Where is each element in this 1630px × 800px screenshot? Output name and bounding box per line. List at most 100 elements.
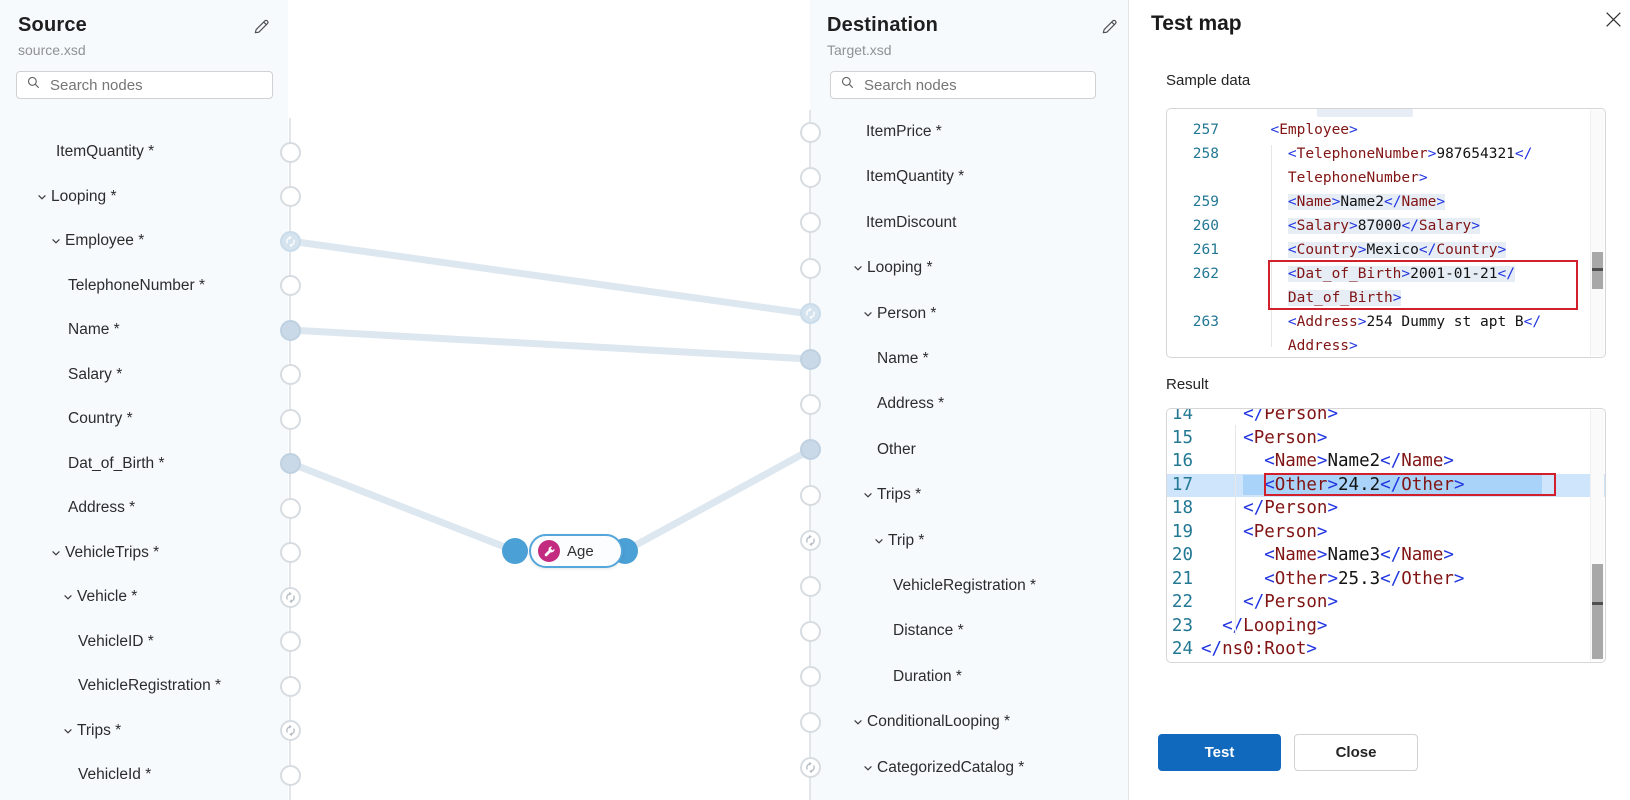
tree-node-address[interactable]: Address * [0,487,287,530]
connection-handle-looping[interactable] [279,186,301,207]
chevron-down-icon[interactable] [62,591,77,603]
edit-destination-schema-button[interactable] [1098,18,1120,40]
tree-node-itemprice[interactable]: ItemPrice * [810,111,1126,154]
tree-node-conditionallooping[interactable]: ConditionalLooping * [810,701,1126,744]
function-input-handle[interactable] [502,538,528,564]
tree-node-vehicleid[interactable]: VehicleId * [0,754,287,797]
connection-handle-looping[interactable] [799,257,821,279]
function-node-age[interactable]: Age [529,534,623,568]
connection-handle-vehicleregistration[interactable] [279,675,301,697]
connection-handle-salary[interactable] [279,364,301,385]
connection-handle-duration[interactable] [799,666,821,688]
tree-node-dat-of-birth[interactable]: Dat_of_Birth * [0,442,287,485]
result-editor[interactable]: 14 </Person>15 <Person>16 <Name>Name2</N… [1166,408,1606,663]
tree-node-categorizedcatalog[interactable]: CategorizedCatalog * [810,746,1126,789]
code-line-263: 263 <Address>254 Dummy st apt B</ Addres… [1192,314,1542,354]
connection-handle-conditionallooping[interactable] [799,711,821,733]
chevron-down-icon[interactable] [852,262,867,274]
scrollbar-track[interactable] [1590,410,1604,661]
connection-handle-name[interactable] [279,319,301,341]
connection-handle-dat-of-birth[interactable] [279,453,301,474]
sample-data-editor[interactable]: 257 <Employee>258 <TelephoneNumber>98765… [1166,108,1606,358]
edit-source-schema-button[interactable] [250,18,272,40]
tree-node-vehicletrips[interactable]: VehicleTrips * [0,531,287,574]
close-button[interactable]: Close [1294,734,1418,771]
connection-handle-vehicleid[interactable] [279,764,301,786]
tree-node-trips[interactable]: Trips * [810,474,1126,517]
connection-handle-employee[interactable] [279,230,301,252]
connection-handle-name[interactable] [799,348,821,370]
tree-node-vehicle[interactable]: Vehicle * [0,576,287,619]
tree-node-vehicleregistration[interactable]: VehicleRegistration * [810,565,1126,608]
clipped-line [1167,109,1605,118]
close-panel-button[interactable] [1599,8,1627,36]
connection-handle-trips[interactable] [799,484,821,506]
chevron-down-icon[interactable] [873,535,888,547]
connection-line-employee-person[interactable] [286,237,814,318]
connection-handle-vehicleid[interactable] [279,631,301,652]
tree-node-looping[interactable]: Looping * [810,247,1126,290]
connection-handle-vehicleregistration[interactable] [799,575,821,597]
scrollbar-thumb[interactable] [1592,564,1603,659]
connection-handle-itemdiscount[interactable] [799,212,821,234]
scrollbar-thumb[interactable] [1592,252,1603,289]
destination-search-input[interactable] [862,75,1086,95]
tree-node-vehicleid[interactable]: VehicleID * [0,620,287,663]
tree-node-trips[interactable]: Trips * [0,709,287,752]
connection-handle-other[interactable] [799,439,821,461]
chevron-down-icon[interactable] [852,716,867,728]
tree-node-name[interactable]: Name * [0,309,287,352]
indent-guide [1235,425,1236,635]
connection-handle-vehicletrips[interactable] [279,542,301,563]
tree-node-employee[interactable]: Employee * [0,220,287,263]
tree-node-duration[interactable]: Duration * [810,655,1126,698]
chevron-down-icon[interactable] [862,762,877,774]
source-search-input[interactable] [48,75,263,95]
connection-handle-person[interactable] [799,303,821,325]
chevron-down-icon[interactable] [862,308,877,320]
connection-line-datofbirth-age[interactable] [286,459,519,555]
connection-handle-distance[interactable] [799,620,821,642]
tree-node-address[interactable]: Address * [810,383,1126,426]
code-line-262: 262 <Dat_of_Birth>2001-01-21</ Dat_of_Bi… [1167,260,1605,310]
connection-handle-itemquantity[interactable] [799,166,821,188]
connection-handle-vehicle[interactable] [279,586,301,608]
connection-handle-itemquantity[interactable] [279,141,301,163]
tree-node-country[interactable]: Country * [0,398,287,441]
test-button[interactable]: Test [1158,734,1281,771]
code-line-18: 18 </Person> [1171,498,1338,518]
tree-node-salary[interactable]: Salary * [0,353,287,396]
tree-node-trip[interactable]: Trip * [810,519,1126,562]
tree-node-person[interactable]: Person * [810,292,1126,335]
chevron-down-icon[interactable] [36,191,51,203]
connection-line-age-other[interactable] [621,446,814,555]
connection-handle-trips[interactable] [279,720,301,741]
code-line-259: 259 <Name>Name2</Name> [1192,194,1446,210]
connection-handle-categorizedcatalog[interactable] [799,757,821,779]
chevron-down-icon[interactable] [50,235,65,247]
connection-handle-address[interactable] [799,393,821,415]
tree-node-label: Address * [68,499,136,516]
connection-handle-telephonenumber[interactable] [279,275,301,296]
connection-line-name-name[interactable] [286,326,814,363]
tree-node-telephonenumber[interactable]: TelephoneNumber * [0,264,287,307]
connection-handle-country[interactable] [279,408,301,430]
chevron-down-icon[interactable] [862,489,877,501]
connection-handle-itemprice[interactable] [799,121,821,143]
tree-node-itemquantity[interactable]: ItemQuantity * [810,156,1126,199]
code-line-22: 22 </Person> [1171,592,1338,612]
tree-node-itemquantity[interactable]: ItemQuantity * [0,131,287,174]
chevron-down-icon[interactable] [62,725,77,737]
tree-node-label: VehicleRegistration * [893,577,1037,594]
tree-node-distance[interactable]: Distance * [810,610,1126,653]
connection-handle-address[interactable] [279,497,301,519]
connection-handle-trip[interactable] [799,530,821,552]
tree-node-other[interactable]: Other [810,428,1126,471]
destination-schema-panel [810,0,1128,800]
chevron-down-icon[interactable] [50,547,65,559]
tree-node-looping[interactable]: Looping * [0,175,287,218]
tree-node-name[interactable]: Name * [810,338,1126,381]
tree-node-itemdiscount[interactable]: ItemDiscount [810,201,1126,244]
scrollbar-track[interactable] [1590,110,1604,356]
tree-node-vehicleregistration[interactable]: VehicleRegistration * [0,665,287,708]
